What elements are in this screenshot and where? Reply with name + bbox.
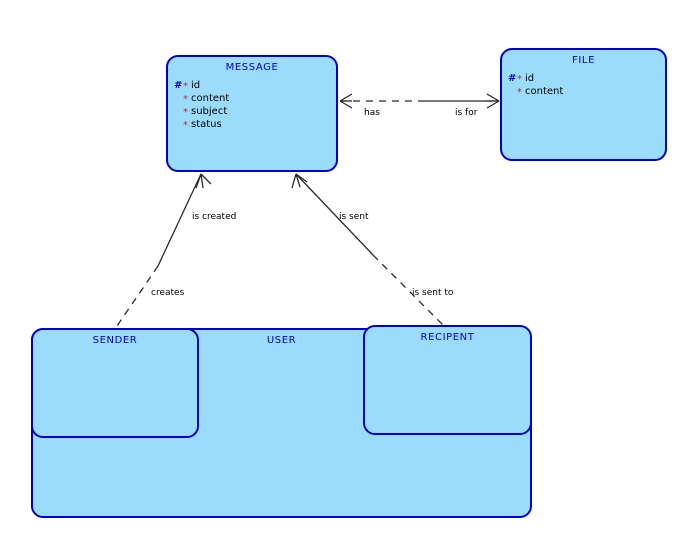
- attribute-label: id: [191, 80, 201, 91]
- relationship-label-has: has: [364, 108, 380, 118]
- required-marker: *: [517, 87, 522, 98]
- entity-user-title: USER: [266, 335, 297, 346]
- relationship-label-is-for: is for: [455, 108, 478, 118]
- attribute-label: content: [525, 86, 564, 97]
- entity-recipent[interactable]: RECIPENT: [363, 325, 532, 435]
- entity-file-title: FILE: [572, 55, 595, 66]
- attribute-row: # * id: [174, 80, 332, 93]
- primary-key-marker: #: [508, 73, 517, 84]
- required-marker: *: [183, 81, 188, 92]
- edge-message-sender[interactable]: [116, 173, 212, 327]
- crowfoot-message-recipent: [291, 173, 308, 189]
- required-marker: *: [517, 74, 522, 85]
- required-marker: *: [183, 120, 188, 131]
- entity-sender[interactable]: SENDER: [31, 328, 199, 438]
- entity-message-attributes: # * id * content * subject * status: [174, 80, 332, 132]
- crowfoot-message-file-left: [339, 93, 353, 109]
- crowfoot-message-sender: [195, 173, 212, 189]
- relationship-label-creates: creates: [151, 288, 185, 298]
- required-marker: *: [183, 94, 188, 105]
- attribute-label: content: [191, 93, 230, 104]
- entity-message-title: MESSAGE: [225, 62, 279, 73]
- relationship-label-is-created: is created: [192, 212, 237, 222]
- entity-sender-title: SENDER: [92, 335, 138, 346]
- edge-message-recipent[interactable]: [291, 173, 445, 327]
- attribute-row: # * id: [508, 73, 661, 86]
- edge-message-file[interactable]: [339, 93, 500, 109]
- entity-file[interactable]: FILE # * id * content: [500, 48, 667, 161]
- required-marker: *: [183, 107, 188, 118]
- attribute-label: id: [525, 73, 535, 84]
- relationship-label-is-sent: is sent: [339, 212, 369, 222]
- primary-key-marker: #: [174, 80, 183, 91]
- relationship-label-is-sent-to: is sent to: [412, 288, 454, 298]
- attribute-label: subject: [191, 106, 228, 117]
- attribute-row: * subject: [174, 106, 332, 119]
- entity-message[interactable]: MESSAGE # * id * content * subject * sta…: [166, 55, 338, 172]
- crowfoot-message-file-right: [486, 93, 500, 109]
- attribute-row: * content: [508, 86, 661, 99]
- attribute-row: * status: [174, 119, 332, 132]
- attribute-row: * content: [174, 93, 332, 106]
- entity-recipent-title: RECIPENT: [420, 332, 475, 343]
- entity-file-attributes: # * id * content: [508, 73, 661, 99]
- attribute-label: status: [191, 119, 222, 130]
